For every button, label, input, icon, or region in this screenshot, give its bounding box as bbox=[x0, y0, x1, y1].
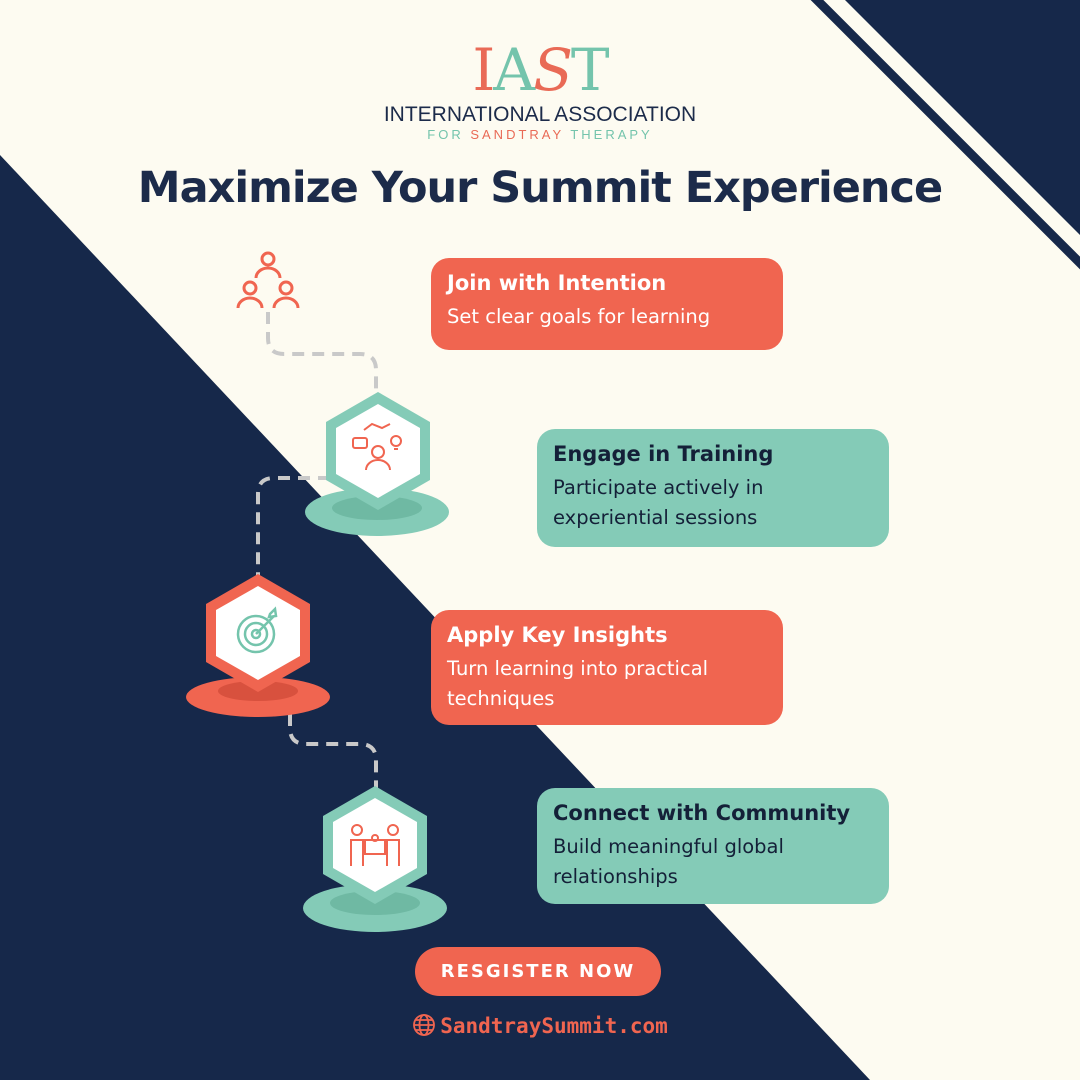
step-title: Engage in Training bbox=[553, 442, 774, 466]
step-description: Build meaningful global relationships bbox=[553, 835, 784, 888]
logo-letter-s: S bbox=[533, 36, 573, 104]
step-card-join-with-intention: Join with Intention Set clear goals for … bbox=[431, 258, 783, 350]
corner-stripe bbox=[810, 0, 1080, 270]
step-card-engage-in-training: Engage in Training Participate actively … bbox=[537, 429, 889, 547]
iast-logo-mark: IAST bbox=[0, 38, 1080, 102]
logo-letter-a: A bbox=[493, 36, 535, 104]
organization-name: INTERNATIONAL ASSOCIATION bbox=[383, 103, 697, 126]
step-description: Participate actively in experiential ses… bbox=[553, 476, 764, 529]
page-title: Maximize Your Summit Experience bbox=[137, 163, 943, 213]
step-3-marker bbox=[186, 574, 330, 717]
target-icon bbox=[236, 606, 278, 654]
path-connector-2 bbox=[256, 476, 330, 580]
website-footer: SandtraySummit.com bbox=[0, 1008, 1080, 1044]
step-card-apply-key-insights: Apply Key Insights Turn learning into pr… bbox=[431, 610, 783, 725]
step-title: Connect with Community bbox=[553, 801, 851, 825]
step-card-connect-with-community: Connect with Community Build meaningful … bbox=[537, 788, 889, 904]
register-now-button[interactable]: RESGISTER NOW bbox=[415, 947, 661, 996]
step-4-marker bbox=[303, 786, 447, 932]
step-title: Apply Key Insights bbox=[447, 623, 668, 647]
step-description: Set clear goals for learning bbox=[447, 305, 711, 328]
team-hierarchy-icon bbox=[236, 251, 300, 309]
subtitle-part-sandtray: SANDTRAY bbox=[470, 127, 564, 142]
website-link[interactable]: SandtraySummit.com bbox=[440, 1014, 668, 1038]
collaboration-idea-icon bbox=[352, 422, 402, 471]
globe-icon bbox=[413, 1014, 436, 1036]
logo-letter-i: I bbox=[472, 36, 495, 104]
puzzle-partners-icon bbox=[350, 824, 400, 866]
step-title: Join with Intention bbox=[447, 271, 667, 295]
navy-corner-panel bbox=[845, 0, 1080, 235]
logo-letter-t: T bbox=[570, 36, 610, 104]
organization-subtitle: FOR SANDTRAY THERAPY bbox=[0, 127, 1080, 143]
path-connector-3 bbox=[288, 714, 378, 790]
subtitle-part-therapy: THERAPY bbox=[563, 127, 653, 142]
path-connector-1 bbox=[266, 312, 378, 396]
step-2-marker bbox=[305, 392, 449, 536]
subtitle-part-for: FOR bbox=[427, 127, 471, 142]
step-description: Turn learning into practical techniques bbox=[447, 657, 709, 710]
